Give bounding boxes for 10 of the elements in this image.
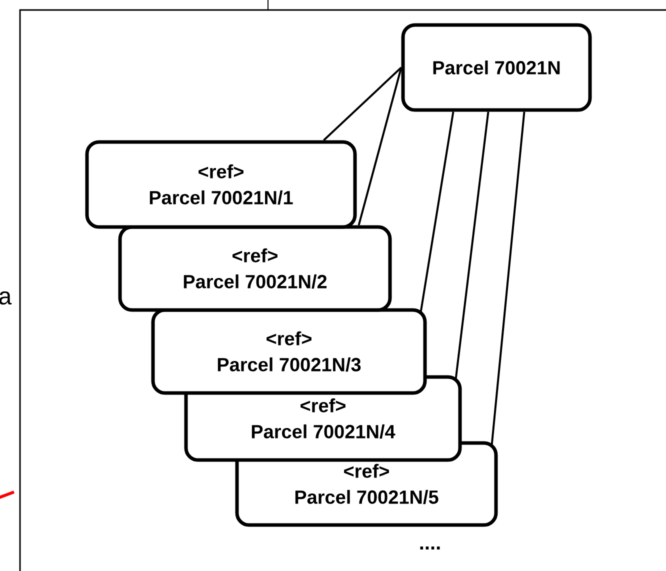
connector-line <box>323 66 402 141</box>
record-box: <ref> Parcel 70021N/2 <box>118 225 392 312</box>
connector-line <box>358 67 402 226</box>
connector-line <box>490 112 526 446</box>
record-box: <ref> Parcel 70021N/1 <box>85 140 357 229</box>
note-text: .... <box>420 546 440 550</box>
connector-line <box>420 112 454 312</box>
record-box: <ref> Parcel 70021N/3 <box>151 308 427 395</box>
connector-line <box>454 112 490 380</box>
record-box: Parcel 70021N <box>401 23 592 112</box>
